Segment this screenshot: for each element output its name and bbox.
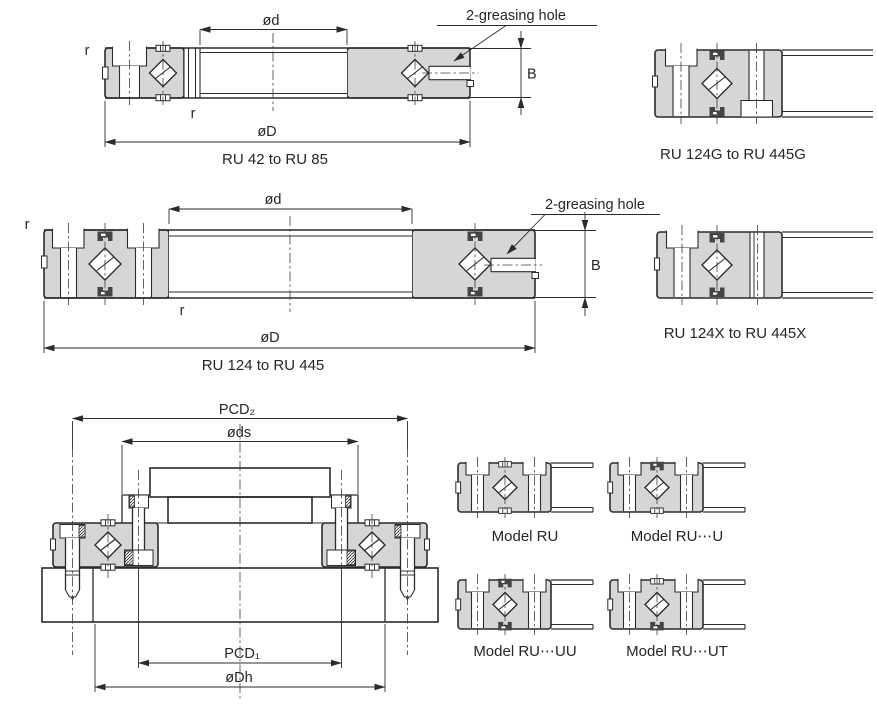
caption-ru42-85: RU 42 to RU 85 <box>222 151 328 168</box>
dim-width-label: B <box>591 258 601 274</box>
model-ru-ut-section: Model RU⋯UT <box>607 574 746 660</box>
fillet-label-top: r <box>25 217 30 233</box>
dim-outside-label: øD <box>257 124 276 140</box>
split-notch <box>466 80 474 87</box>
fillet-notch <box>652 75 658 88</box>
dim-pcd2-label: PCD₂ <box>219 402 255 418</box>
diagram-ru124-445: ød øD B r r 2-greasing hole RU 124 to RU… <box>25 192 660 374</box>
inner-ring-bolt-left <box>124 470 154 668</box>
diagram-ru124x-445x: RU 124X to RU 445X <box>654 225 873 342</box>
fillet-label-inner: r <box>180 303 185 319</box>
greasing-leader <box>506 214 546 255</box>
dim-bore-label: ød <box>265 192 282 208</box>
split-notch <box>531 272 539 279</box>
housing <box>41 567 439 623</box>
inner-ring-bolt-right <box>326 470 356 668</box>
mounting-diagram: PCD₂ øds PCD₁ øDh <box>41 402 439 700</box>
fillet-notch <box>654 257 660 271</box>
dim-ds-label: øds <box>227 425 251 441</box>
fillet-notch <box>424 538 430 551</box>
dim-outside-label: øD <box>260 330 279 346</box>
caption-ru124g-445g: RU 124G to RU 445G <box>660 146 806 163</box>
caption-model-ru: Model RU <box>492 528 559 545</box>
dim-bore-label: ød <box>263 13 280 29</box>
greasing-leader <box>453 25 507 62</box>
dim-pcd1-label: PCD₁ <box>224 646 260 662</box>
caption-ru124x-445x: RU 124X to RU 445X <box>664 325 807 342</box>
caption-model-ru-u: Model RU⋯U <box>631 528 724 545</box>
caption-model-ru-ut: Model RU⋯UT <box>626 643 728 660</box>
caption-ru124-445: RU 124 to RU 445 <box>202 357 325 374</box>
model-ru-section: Model RU <box>455 457 594 545</box>
outer-ring-bolt-left <box>59 447 86 655</box>
dim-dh-label: øDh <box>225 670 252 686</box>
fillet-notch <box>50 538 56 551</box>
dim-width-label: B <box>527 67 537 83</box>
fillet-notch <box>41 255 48 269</box>
diagram-ru124g-445g: RU 124G to RU 445G <box>652 43 873 163</box>
fillet-label-top: r <box>85 43 90 59</box>
model-ru-uu-section: Model RU⋯UU <box>455 574 594 660</box>
fillet-notch <box>102 66 109 80</box>
model-ru-u-section: Model RU⋯U <box>607 457 746 545</box>
fillet-label-inner: r <box>191 106 196 122</box>
caption-model-ru-uu: Model RU⋯UU <box>473 643 576 660</box>
greasing-hole-label: 2-greasing hole <box>545 197 645 213</box>
outer-ring-bolt-right <box>394 447 421 655</box>
greasing-hole-label: 2-greasing hole <box>466 8 566 24</box>
diagram-ru42-85: ød øD B r r 2-greasing hole RU 42 to RU … <box>85 8 597 168</box>
